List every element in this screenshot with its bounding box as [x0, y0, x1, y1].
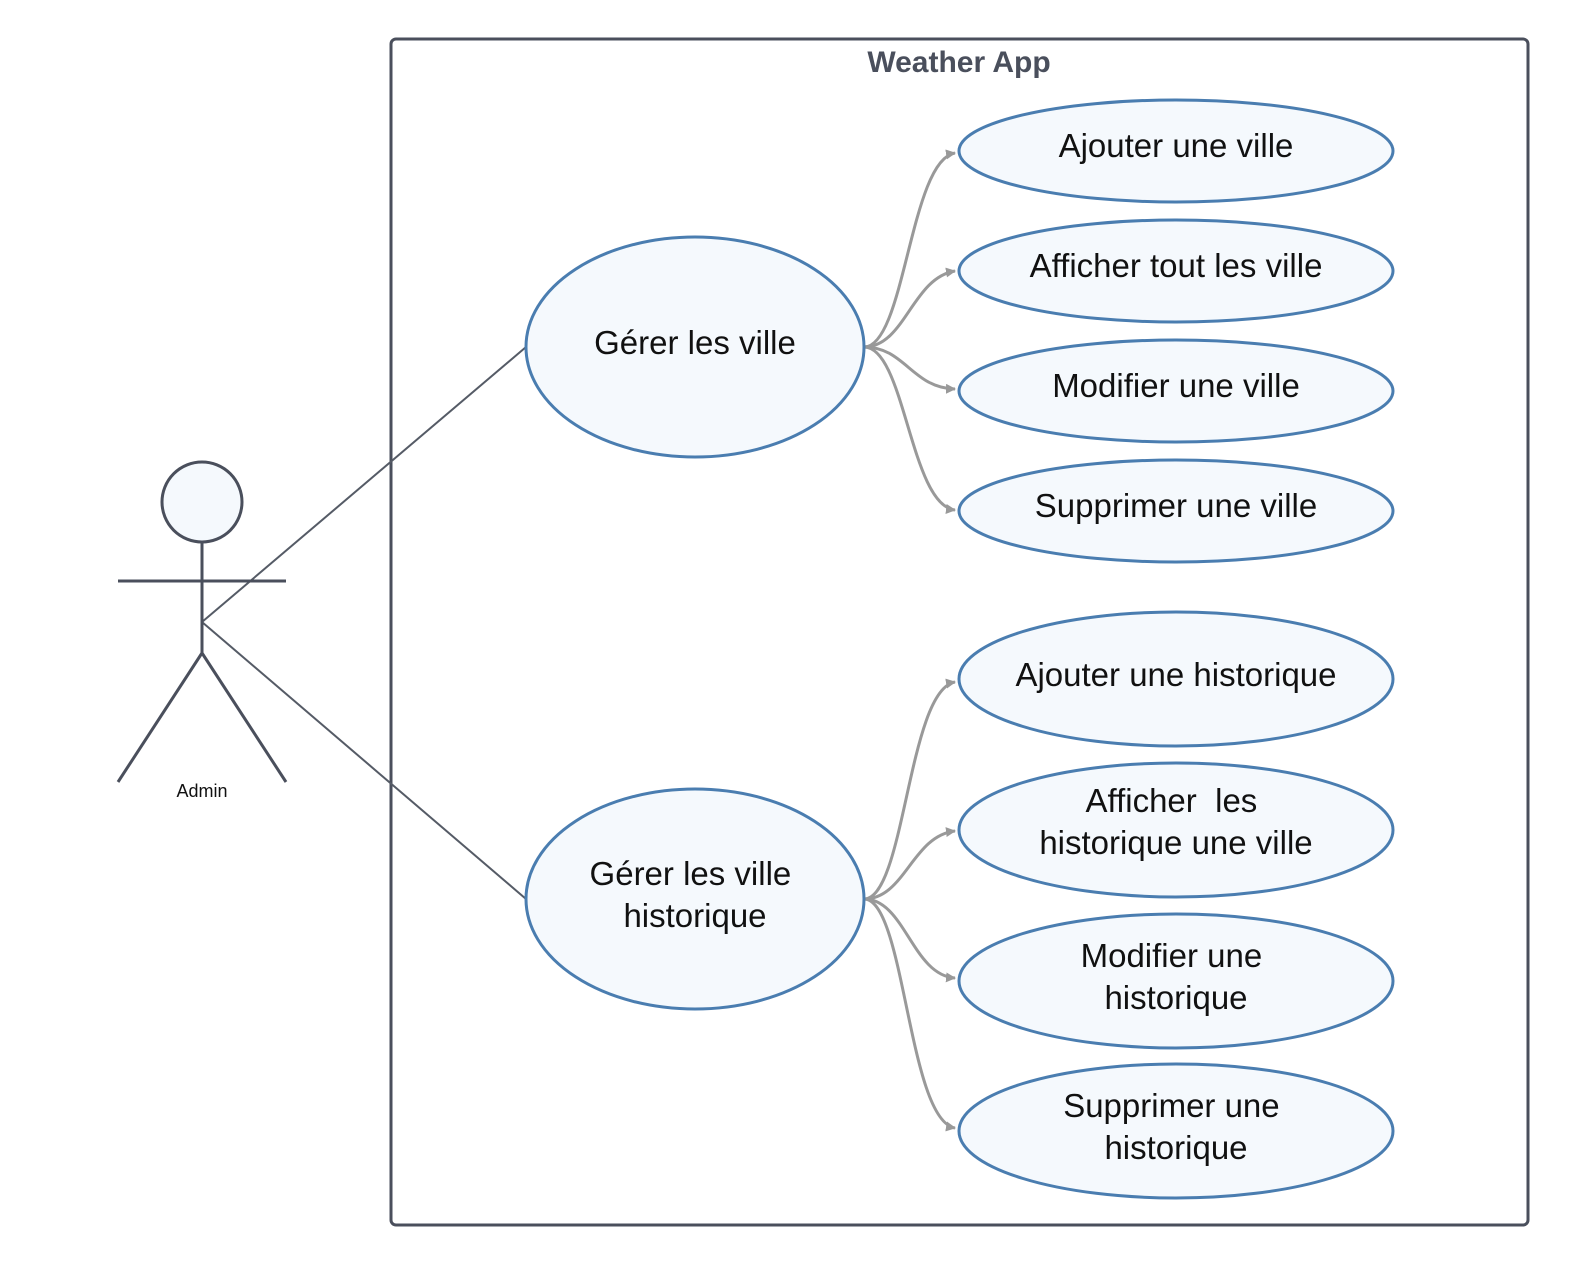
use-case-label: Supprimer une historique — [1063, 1087, 1289, 1166]
use-case-label-line: historique — [623, 897, 766, 934]
use-case-ellipse — [957, 218, 1395, 324]
use-case-label-line: Afficher les — [1086, 782, 1258, 819]
use-case-label-line: Modifier une — [1081, 937, 1263, 974]
system-title: Weather App — [867, 46, 1050, 79]
use-case-label-line: Modifier une ville — [1052, 367, 1300, 404]
arrow-to-afficher-historique — [863, 827, 956, 901]
arrow-to-modifier-ville — [863, 345, 956, 394]
use-case-modifier-ville[interactable]: Modifier une ville — [957, 338, 1395, 444]
actor-admin[interactable]: Admin — [116, 460, 288, 801]
use-case-label-line: historique — [1104, 979, 1247, 1016]
use-case-label: Gérer les ville historique — [590, 855, 801, 934]
use-case-gerer-historique[interactable]: Gérer les ville historique — [524, 787, 866, 1011]
use-case-ellipse — [957, 761, 1395, 899]
use-case-label-line: historique une ville — [1039, 824, 1312, 861]
arrow-to-ajouter-ville — [863, 149, 956, 349]
use-case-label-line: historique — [1104, 1129, 1247, 1166]
use-case-supprimer-ville[interactable]: Supprimer une ville — [957, 458, 1395, 564]
use-case-label: Ajouter une historique — [1015, 656, 1336, 693]
use-case-afficher-historique[interactable]: Afficher les historique une ville — [957, 761, 1395, 899]
use-case-label: Modifier une ville — [1052, 367, 1300, 404]
system-boundary — [389, 37, 1530, 1227]
association-gerer-ville — [201, 346, 527, 623]
arrow-to-modifier-historique — [863, 897, 956, 983]
use-case-label: Ajouter une ville — [1059, 127, 1294, 164]
use-case-ellipse — [524, 235, 866, 459]
actor-left-leg — [116, 652, 204, 783]
use-case-label: Supprimer une ville — [1035, 487, 1317, 524]
use-case-label: Afficher les historique une ville — [1039, 782, 1312, 861]
use-case-ellipse — [957, 1062, 1395, 1200]
use-case-label-line: Ajouter une historique — [1015, 656, 1336, 693]
actor-label: Admin — [176, 781, 227, 801]
use-case-ajouter-historique[interactable]: Ajouter une historique — [957, 610, 1395, 748]
use-case-ellipse — [957, 98, 1395, 204]
use-case-supprimer-historique[interactable]: Supprimer une historique — [957, 1062, 1395, 1200]
use-case-label-line: Gérer les ville — [594, 324, 796, 361]
use-case-ellipse — [524, 787, 866, 1011]
arrow-to-ajouter-historique — [863, 678, 956, 901]
arrow-to-supprimer-historique — [863, 897, 956, 1132]
use-case-label-line: Supprimer une ville — [1035, 487, 1317, 524]
use-case-ellipse — [957, 912, 1395, 1050]
use-case-afficher-villes[interactable]: Afficher tout les ville — [957, 218, 1395, 324]
actor-right-leg — [200, 652, 288, 783]
use-case-ajouter-ville[interactable]: Ajouter une ville — [957, 98, 1395, 204]
arrow-to-supprimer-ville — [863, 345, 956, 514]
use-case-modifier-historique[interactable]: Modifier une historique — [957, 912, 1395, 1050]
actor-head — [160, 460, 244, 544]
association-gerer-historique — [201, 621, 527, 900]
use-case-label: Modifier une historique — [1081, 937, 1272, 1016]
use-case-ellipse — [957, 338, 1395, 444]
arrow-to-afficher-villes — [863, 267, 956, 349]
use-case-ellipse — [957, 458, 1395, 564]
use-case-label-line: Ajouter une ville — [1059, 127, 1294, 164]
use-case-gerer-ville[interactable]: Gérer les ville — [524, 235, 866, 459]
use-case-label: Gérer les ville — [594, 324, 796, 361]
use-case-label-line: Supprimer une — [1063, 1087, 1279, 1124]
use-case-label: Afficher tout les ville — [1030, 247, 1323, 284]
use-case-ellipse — [957, 610, 1395, 748]
use-case-label-line: Gérer les ville — [590, 855, 792, 892]
use-case-label-line: Afficher tout les ville — [1030, 247, 1323, 284]
